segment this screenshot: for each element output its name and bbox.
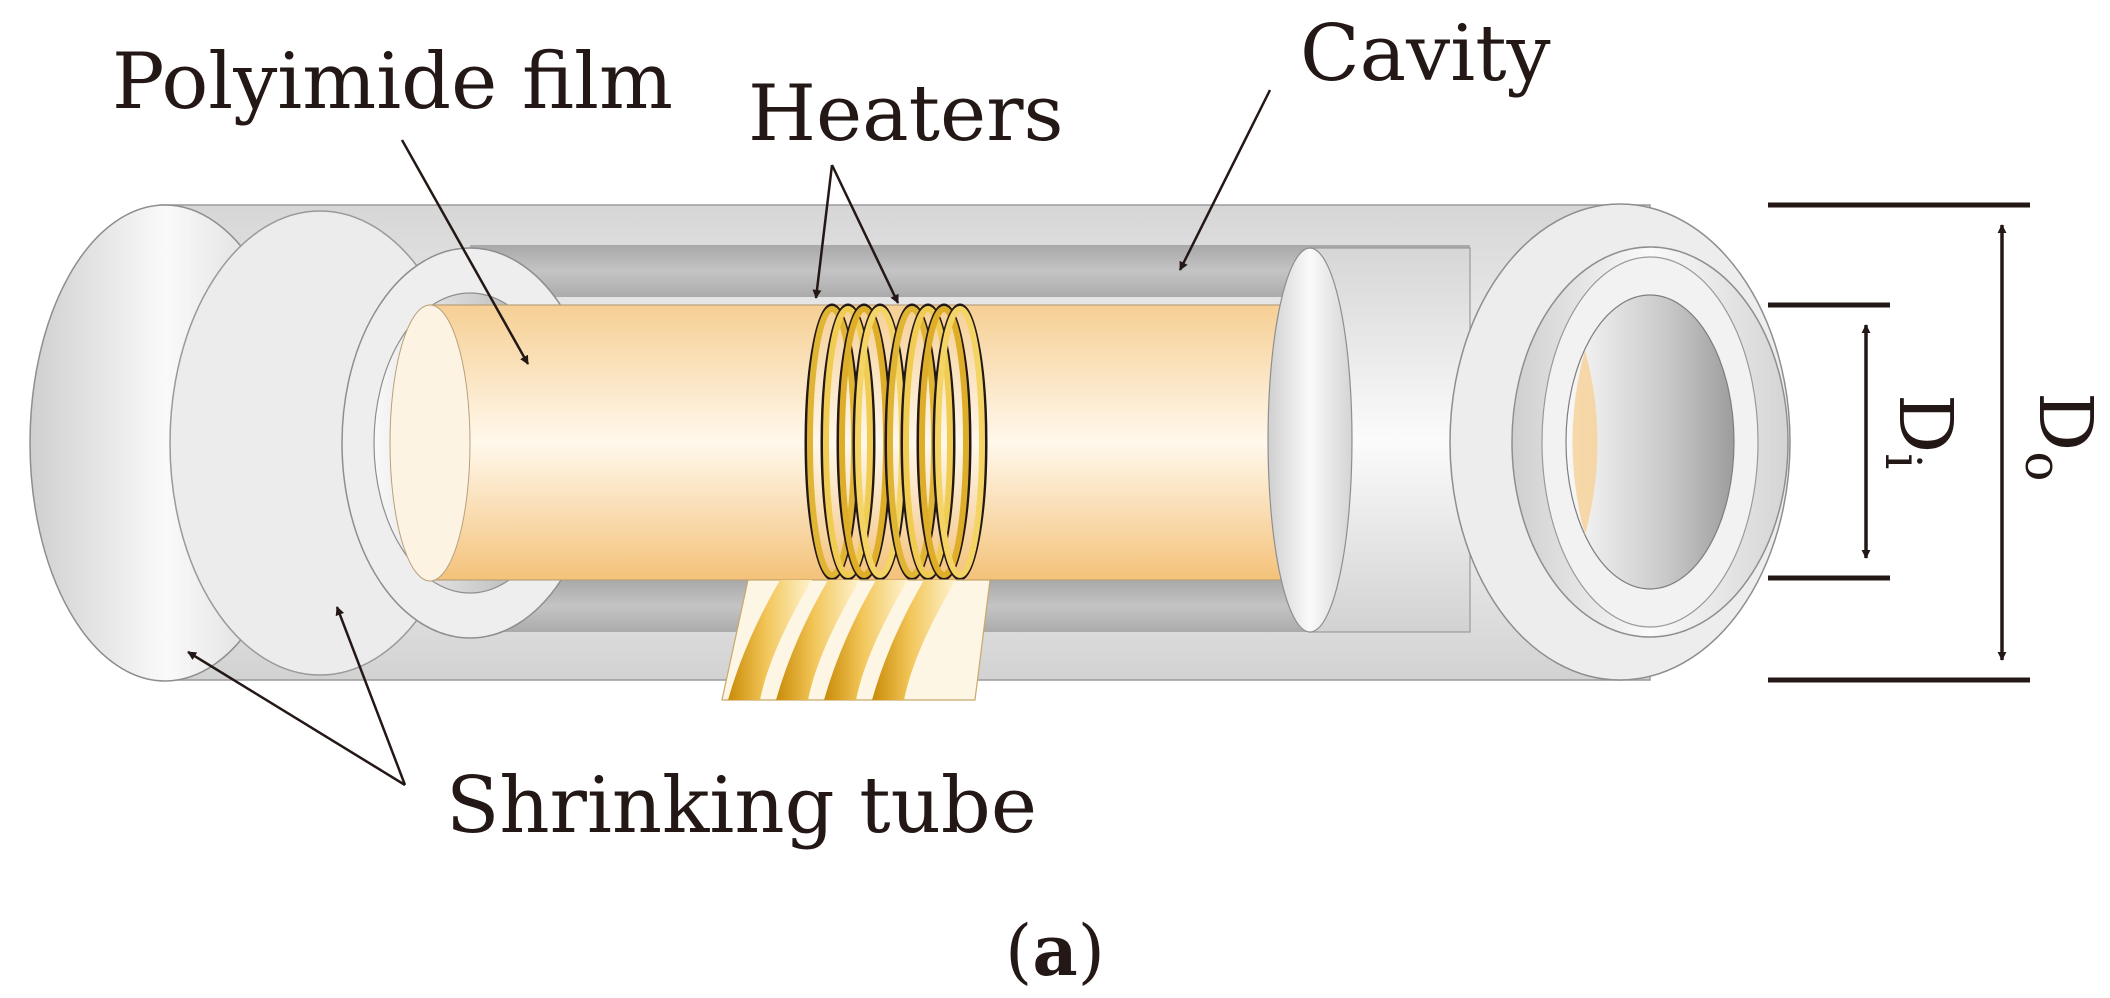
figure-caption: (a) — [1005, 909, 1105, 992]
heater-coils — [804, 303, 988, 581]
heater-lead-strips — [721, 579, 991, 701]
film-visible-in-bore — [1572, 350, 1598, 535]
right-inner-step — [1267, 247, 1471, 633]
label-outer-diameter: Do — [2014, 392, 2108, 481]
heater-coil — [903, 306, 953, 578]
heater-leader-right — [830, 164, 900, 304]
polyimide-film-leader — [400, 139, 530, 365]
shrinking-tube-leader-inner — [335, 606, 407, 786]
label-heaters: Heaters — [748, 69, 1064, 159]
heater-coil — [916, 303, 972, 581]
label-inner-diameter: Di — [1874, 394, 1968, 469]
heater-coil — [820, 303, 876, 581]
heater-coil — [932, 303, 988, 581]
leader-lines — [187, 89, 1272, 787]
outer-diameter-subscript: o — [2014, 451, 2072, 481]
heater-lead-strip — [776, 580, 860, 700]
heater-coil — [823, 306, 873, 578]
heater-coil — [919, 306, 969, 578]
heater-leader-left — [812, 164, 834, 299]
label-polyimide-film: Polyimide film — [112, 37, 673, 127]
dimension-arrows — [1861, 224, 2007, 661]
heater-lead-strip — [728, 580, 812, 700]
outer-tube-right-end — [1449, 203, 1791, 681]
inner-diameter-subscript: i — [1874, 453, 1932, 469]
outer-diameter-symbol: D — [2022, 392, 2108, 451]
label-shrinking-tube: Shrinking tube — [446, 761, 1037, 851]
heater-lead-strip — [824, 580, 908, 700]
dimension-lines — [1768, 202, 2030, 683]
label-cavity: Cavity — [1300, 9, 1551, 99]
shrinking-tube-leader-outer — [187, 650, 406, 787]
svg-text:Do: Do — [2014, 392, 2108, 481]
right-end-bore — [1565, 294, 1735, 590]
svg-text:Di: Di — [1874, 394, 1968, 469]
caption-letter: a — [1032, 909, 1077, 992]
polyimide-film-left-end — [389, 304, 471, 582]
inner-diameter-symbol: D — [1882, 394, 1968, 453]
right-step-left-face — [1267, 247, 1353, 633]
cavity-leader — [1178, 89, 1272, 271]
caption-open-paren: ( — [1005, 910, 1032, 992]
heater-coil — [900, 303, 956, 581]
caption-close-paren: ) — [1078, 910, 1105, 992]
heater-coil — [935, 306, 985, 578]
heater-lead-strip — [872, 580, 956, 700]
